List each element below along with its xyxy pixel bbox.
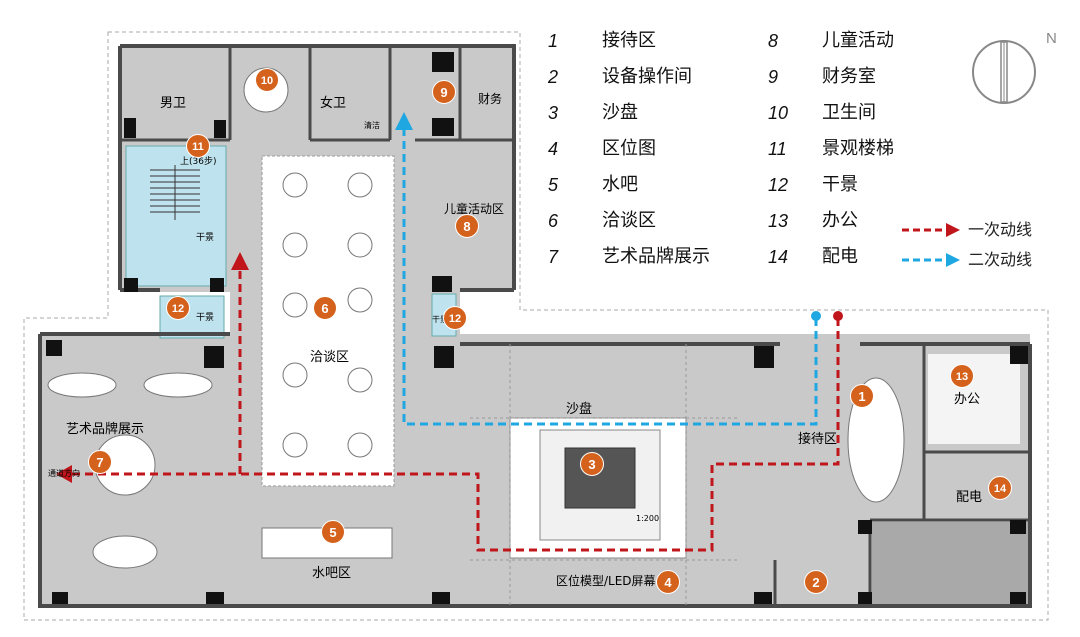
legend-item-number: 13 xyxy=(768,211,789,231)
secondary-route-label: 二次动线 xyxy=(968,250,1033,269)
legend-item-number: 7 xyxy=(548,247,559,267)
legend-item-number: 5 xyxy=(548,175,559,195)
legend-item-name: 景观楼梯 xyxy=(822,138,894,159)
label-women-wc: 女卫 xyxy=(320,96,347,111)
label-dry-scene-1: 干景 xyxy=(196,233,215,243)
label-dry-scene-3: 干景 xyxy=(432,315,448,324)
legend-item-number: 14 xyxy=(768,247,789,267)
label-office: 办公 xyxy=(954,392,981,407)
legend-item-number: 8 xyxy=(768,31,779,51)
label-kids: 儿童活动区 xyxy=(444,202,505,216)
marker-3: 3 xyxy=(580,452,604,476)
label-men-wc: 男卫 xyxy=(160,96,187,111)
legend-item-number: 9 xyxy=(768,67,779,87)
label-sand-table: 沙盘 xyxy=(566,402,593,417)
marker-13: 13 xyxy=(950,364,974,388)
marker-8: 8 xyxy=(455,214,479,238)
marker-4: 4 xyxy=(656,570,680,594)
compass: N xyxy=(970,30,1057,112)
label-location-model: 区位模型/LED屏幕 xyxy=(556,574,656,588)
marker-1: 1 xyxy=(850,384,874,408)
legend-item-number: 12 xyxy=(768,175,789,195)
label-negotiation: 洽谈区 xyxy=(310,350,350,365)
marker-12: 12 xyxy=(443,306,467,330)
legend-item-number: 10 xyxy=(768,103,789,123)
route-legend-secondary: 二次动线 xyxy=(900,248,1070,274)
legend-item-name: 办公 xyxy=(822,210,858,231)
marker-14: 14 xyxy=(988,476,1012,500)
label-art-brand: 艺术品牌展示 xyxy=(66,422,145,437)
legend-item-name: 干景 xyxy=(822,174,858,195)
compass-icon xyxy=(972,40,1036,104)
legend-item-number: 6 xyxy=(548,211,559,231)
legend-item-name: 配电 xyxy=(822,246,858,267)
label-water-bar: 水吧区 xyxy=(312,566,352,581)
legend-item-name: 艺术品牌展示 xyxy=(602,246,710,267)
label-cleaning: 清洁 xyxy=(364,121,380,130)
marker-12: 12 xyxy=(166,296,190,320)
marker-6: 6 xyxy=(313,296,337,320)
legend-item-name: 设备操作间 xyxy=(602,66,692,87)
legend-item-number: 1 xyxy=(548,31,559,51)
label-stair-up: 上(36步) xyxy=(180,157,217,167)
legend-item-number: 3 xyxy=(548,103,559,123)
label-passage: 通道方向 xyxy=(48,469,80,478)
marker-11: 11 xyxy=(186,134,210,158)
legend-item-name: 卫生间 xyxy=(822,102,876,123)
marker-10: 10 xyxy=(255,68,279,92)
label-finance: 财务 xyxy=(478,92,503,106)
label-dry-scene-2: 干景 xyxy=(196,313,215,323)
legend-item-name: 洽谈区 xyxy=(602,210,656,231)
primary-route-label: 一次动线 xyxy=(968,220,1033,239)
marker-7: 7 xyxy=(88,450,112,474)
compass-north-label: N xyxy=(1046,30,1057,47)
route-legend-primary: 一次动线 xyxy=(900,218,1070,244)
secondary-route-swatch xyxy=(902,253,960,267)
legend-item-number: 4 xyxy=(548,139,559,159)
legend-item-number: 2 xyxy=(548,67,559,87)
legend-item-name: 沙盘 xyxy=(602,102,638,123)
label-reception: 接待区 xyxy=(798,432,838,447)
legend-item-name: 财务室 xyxy=(822,66,876,87)
primary-route-swatch xyxy=(902,223,960,237)
legend-item-name: 接待区 xyxy=(602,30,656,51)
label-scale: 1:200 xyxy=(636,514,660,523)
marker-5: 5 xyxy=(321,520,345,544)
legend-item-name: 儿童活动 xyxy=(822,30,894,51)
marker-2: 2 xyxy=(804,570,828,594)
label-power: 配电 xyxy=(956,490,983,505)
marker-9: 9 xyxy=(432,80,456,104)
legend-item-name: 水吧 xyxy=(602,174,638,195)
legend-item-name: 区位图 xyxy=(602,138,656,159)
legend-item-number: 11 xyxy=(768,139,787,159)
